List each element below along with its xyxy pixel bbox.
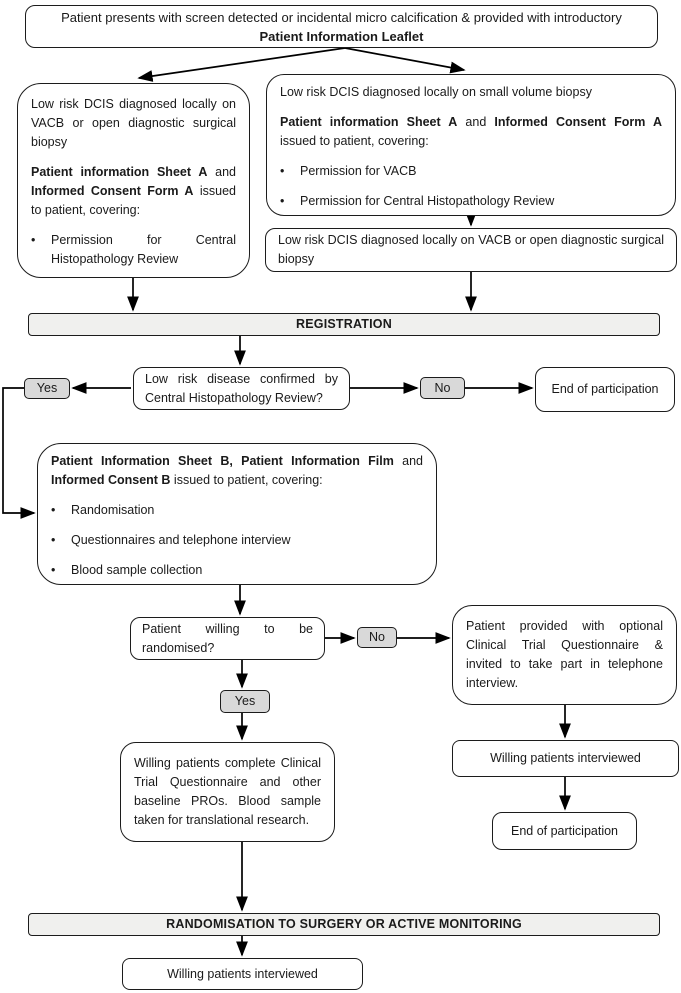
intro-box: Patient presents with screen detected or…	[25, 5, 658, 48]
text-segment: and	[393, 454, 423, 468]
intro-line-2: Patient Information Leaflet	[259, 28, 424, 44]
bullet-glyph: •	[51, 563, 56, 577]
pathway-sv-bullets: • Permission for VACB • Permission for Cent…	[280, 162, 662, 211]
consent-b-bullets: • Randomisation • Questionnaires and teleph…	[51, 501, 423, 580]
bullet-item: • Permission for Central Histopathology R…	[31, 231, 236, 269]
bullet-item: • Questionnaires and telephone interview	[51, 531, 423, 550]
bullet-item: • Randomisation	[51, 501, 423, 520]
text-segment: Patient Information Sheet B, Patient Inf…	[51, 454, 394, 468]
complete-questionnaire-text: Willing patients complete Clinical Trial…	[134, 756, 321, 827]
text-segment: Patient information Sheet A	[31, 165, 208, 179]
bullet-item: • Permission for VACB	[280, 162, 662, 181]
consent-b-box: Patient Information Sheet B, Patient Inf…	[37, 443, 437, 585]
pathway-vacb-para1: Low risk DCIS diagnosed locally on VACB …	[31, 97, 236, 149]
text-segment: and	[207, 165, 236, 179]
text-segment: issued to patient, covering:	[170, 473, 323, 487]
bullet-text: Permission for Central Histopathology Re…	[300, 194, 555, 208]
text-segment: Informed Consent Form A	[494, 115, 662, 129]
no-tag-randomise: No	[357, 627, 397, 648]
text-segment: Informed Consent Form A	[31, 184, 194, 198]
complete-questionnaire-box: Willing patients complete Clinical Trial…	[120, 742, 335, 842]
no-tag-central-review: No	[420, 377, 465, 399]
vacb-confirm-box: Low risk DCIS diagnosed locally on VACB …	[265, 228, 677, 272]
bullet-text: Permission for Central Histopathology Re…	[51, 233, 236, 266]
bullet-glyph: •	[280, 194, 285, 208]
optional-questionnaire-box: Patient provided with optional Clinical …	[452, 605, 677, 705]
bullet-item: • Permission for Central Histopathology R…	[280, 192, 662, 211]
bullet-item: • Blood sample collection	[51, 561, 423, 580]
end-participation-box-right: End of participation	[492, 812, 637, 850]
pathway-box-vacb-local: Low risk DCIS diagnosed locally on VACB …	[17, 83, 250, 278]
bullet-text: Randomisation	[71, 503, 155, 517]
yes-tag-central-review: Yes	[24, 378, 70, 399]
randomise-question-box: Patient willing to be randomised?	[130, 617, 325, 660]
central-review-question-box: Low risk disease confirmed by Central Hi…	[133, 367, 350, 410]
central-review-question-text: Low risk disease confirmed by Central Hi…	[145, 371, 338, 405]
vacb-confirm-text: Low risk DCIS diagnosed locally on VACB …	[278, 233, 664, 266]
bullet-glyph: •	[280, 164, 285, 178]
bullet-glyph: •	[31, 233, 36, 247]
registration-band: REGISTRATION	[28, 313, 660, 336]
optional-questionnaire-text: Patient provided with optional Clinical …	[466, 619, 663, 690]
bullet-text: Permission for VACB	[300, 164, 417, 178]
bullet-text: Blood sample collection	[71, 563, 203, 577]
pathway-vacb-bullets: • Permission for Central Histopathology R…	[31, 231, 236, 269]
yes-tag-randomise: Yes	[220, 690, 270, 713]
pathway-sv-para1: Low risk DCIS diagnosed locally on small…	[280, 85, 592, 99]
interviewed-box-right: Willing patients interviewed	[452, 740, 679, 777]
text-segment: and	[457, 115, 495, 129]
consent-b-para: Patient Information Sheet B, Patient Inf…	[51, 452, 423, 490]
text-segment: Patient information Sheet A	[280, 115, 458, 129]
bullet-glyph: •	[51, 503, 56, 517]
end-participation-box-top: End of participation	[535, 367, 675, 412]
text-segment: issued to patient, covering:	[280, 134, 429, 148]
pathway-sv-para2: Patient information Sheet A and Informed…	[280, 113, 662, 151]
randomisation-band: RANDOMISATION TO SURGERY OR ACTIVE MONIT…	[28, 913, 660, 936]
interviewed-box-bottom: Willing patients interviewed	[122, 958, 363, 990]
bullet-glyph: •	[51, 533, 56, 547]
bullet-text: Questionnaires and telephone interview	[71, 533, 291, 547]
pathway-vacb-para2: Patient information Sheet A and Informed…	[31, 163, 236, 220]
intro-line-1: Patient presents with screen detected or…	[61, 9, 622, 25]
text-segment: issued to patient, covering:	[31, 184, 236, 217]
randomise-question-text: Patient willing to be randomised?	[142, 621, 313, 655]
text-segment: Informed Consent B	[51, 473, 171, 487]
pathway-box-small-volume: Low risk DCIS diagnosed locally on small…	[266, 74, 676, 216]
